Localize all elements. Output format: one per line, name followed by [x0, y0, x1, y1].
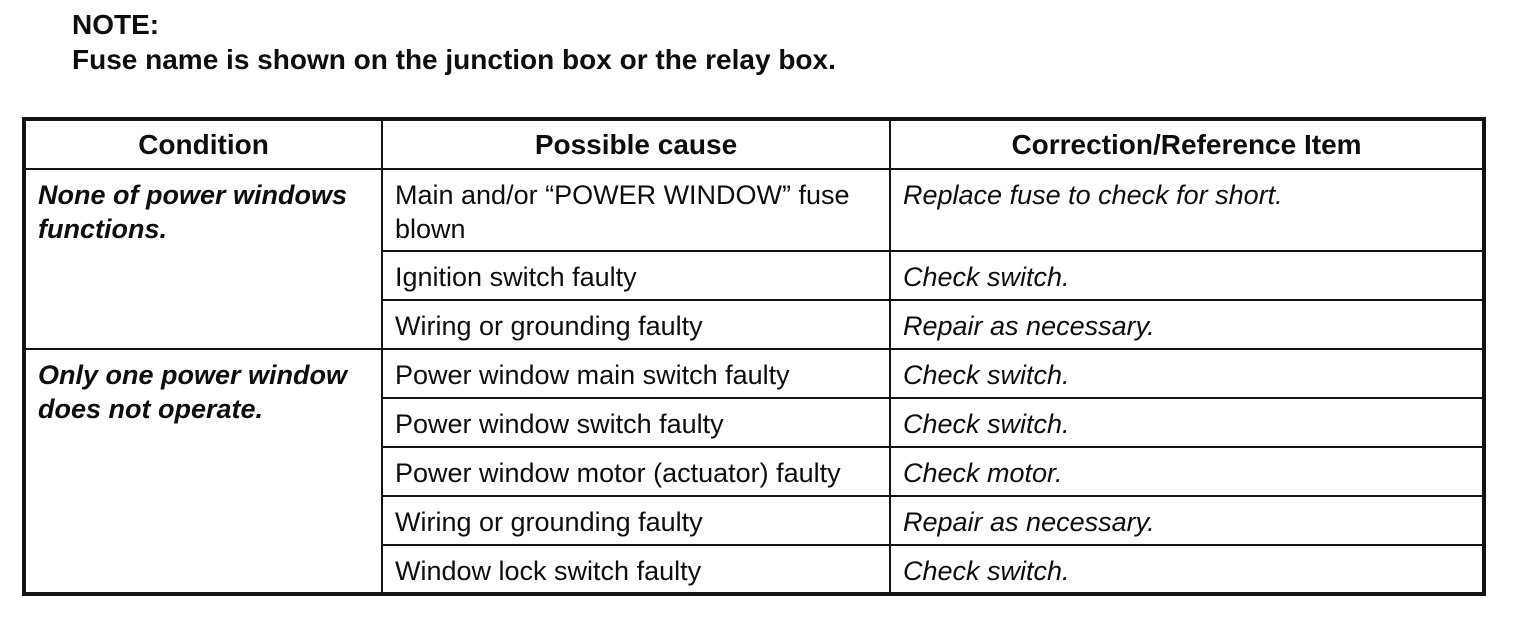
correction-cell: Replace fuse to check for short. [889, 168, 1485, 252]
note-text: Fuse name is shown on the junction box o… [72, 44, 836, 75]
cause-cell: Wiring or grounding faulty [381, 299, 891, 350]
table-body: None of power windows functions.Main and… [23, 168, 1485, 595]
table-row: None of power windows functions.Main and… [23, 168, 1485, 350]
column-header-correction: Correction/Reference Item [889, 118, 1485, 170]
table-header: Condition Possible cause Correction/Refe… [23, 118, 1485, 170]
cause-cell: Wiring or grounding faulty [381, 495, 891, 546]
cause-cell: Power window main switch faulty [381, 348, 891, 399]
correction-cell: Check switch. [889, 544, 1485, 595]
cause-cell: Power window switch faulty [381, 397, 891, 448]
header-row: Condition Possible cause Correction/Refe… [23, 118, 1485, 170]
cause-cell: Window lock switch faulty [381, 544, 891, 595]
troubleshooting-table: Condition Possible cause Correction/Refe… [22, 117, 1486, 596]
column-header-condition: Condition [23, 118, 383, 170]
correction-cell: Check switch. [889, 250, 1485, 301]
correction-cell: Repair as necessary. [889, 299, 1485, 350]
correction-cell: Repair as necessary. [889, 495, 1485, 546]
cause-cell: Main and/or “POWER WINDOW” fuse blown [381, 168, 891, 252]
correction-cell: Check switch. [889, 397, 1485, 448]
cause-cell: Power window motor (actuator) faulty [381, 446, 891, 497]
condition-cell: Only one power window does not operate. [23, 348, 383, 595]
note-block: NOTE: Fuse name is shown on the junction… [72, 7, 836, 77]
table-row: Only one power window does not operate.P… [23, 348, 1485, 595]
note-label: NOTE: [72, 9, 160, 40]
condition-cell: None of power windows functions. [23, 168, 383, 350]
cause-cell: Ignition switch faulty [381, 250, 891, 301]
correction-cell: Check switch. [889, 348, 1485, 399]
correction-cell: Check motor. [889, 446, 1485, 497]
column-header-possible-cause: Possible cause [381, 118, 891, 170]
